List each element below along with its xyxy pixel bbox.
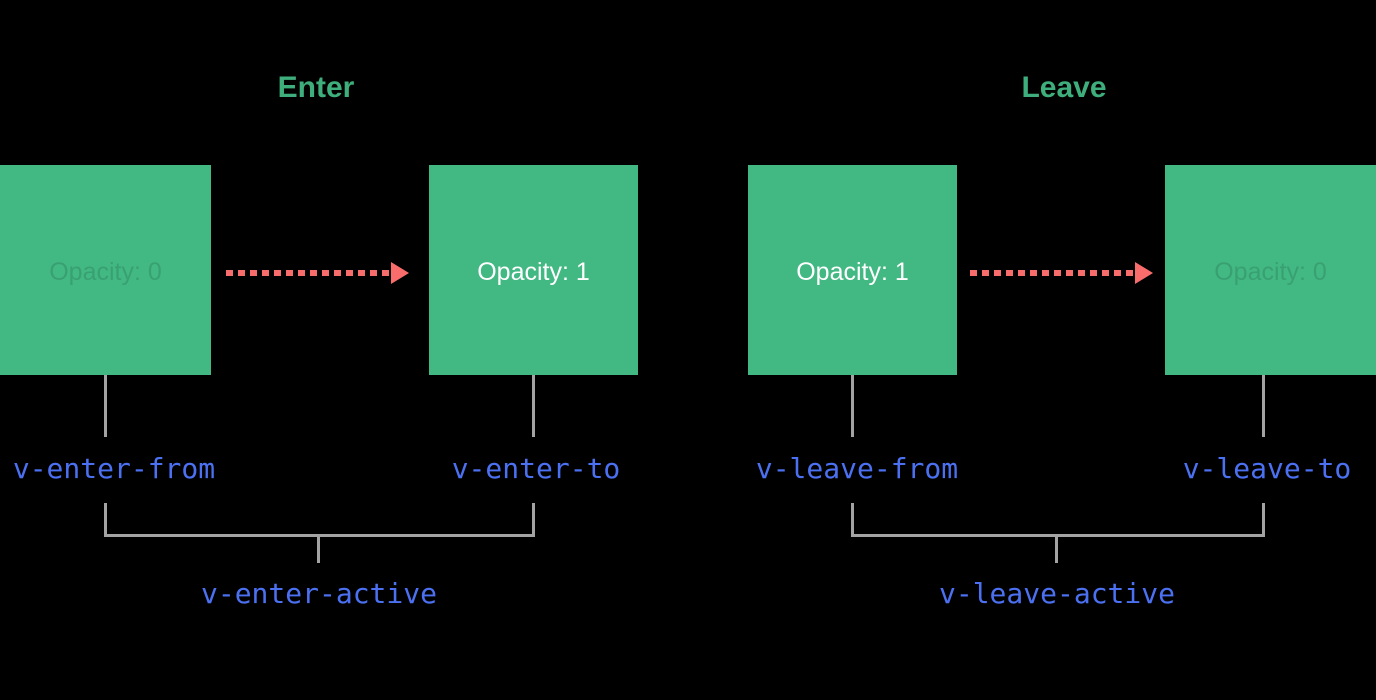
dashed-line-icon <box>970 270 1135 276</box>
enter-to-box: Opacity: 1 <box>429 165 638 375</box>
leave-to-connector-line <box>1262 375 1265 437</box>
arrow-head-icon <box>1135 262 1153 284</box>
enter-to-class-label: v-enter-to <box>451 452 621 485</box>
enter-from-class-label: v-enter-from <box>12 452 216 485</box>
leave-from-connector-line <box>851 375 854 437</box>
enter-active-bracket <box>104 503 535 537</box>
dashed-line-icon <box>226 270 391 276</box>
enter-from-connector-line <box>104 375 107 437</box>
leave-active-stem-line <box>1055 536 1058 563</box>
enter-active-class-label: v-enter-active <box>200 577 437 610</box>
arrow-head-icon <box>391 262 409 284</box>
enter-from-opacity-label: Opacity: 0 <box>49 258 162 286</box>
leave-from-class-label: v-leave-from <box>755 452 959 485</box>
leave-active-class-label: v-leave-active <box>938 577 1175 610</box>
enter-to-opacity-label: Opacity: 1 <box>477 258 590 286</box>
leave-active-bracket <box>851 503 1265 537</box>
leave-to-opacity-label: Opacity: 0 <box>1214 258 1327 286</box>
leave-to-class-label: v-leave-to <box>1182 452 1352 485</box>
enter-from-box: Opacity: 0 <box>0 165 211 375</box>
leave-from-opacity-label: Opacity: 1 <box>796 258 909 286</box>
enter-active-stem-line <box>317 536 320 563</box>
enter-to-connector-line <box>532 375 535 437</box>
enter-section-title: Enter <box>277 71 355 104</box>
leave-to-box: Opacity: 0 <box>1165 165 1376 375</box>
leave-from-box: Opacity: 1 <box>748 165 957 375</box>
leave-section-title: Leave <box>1021 71 1107 104</box>
